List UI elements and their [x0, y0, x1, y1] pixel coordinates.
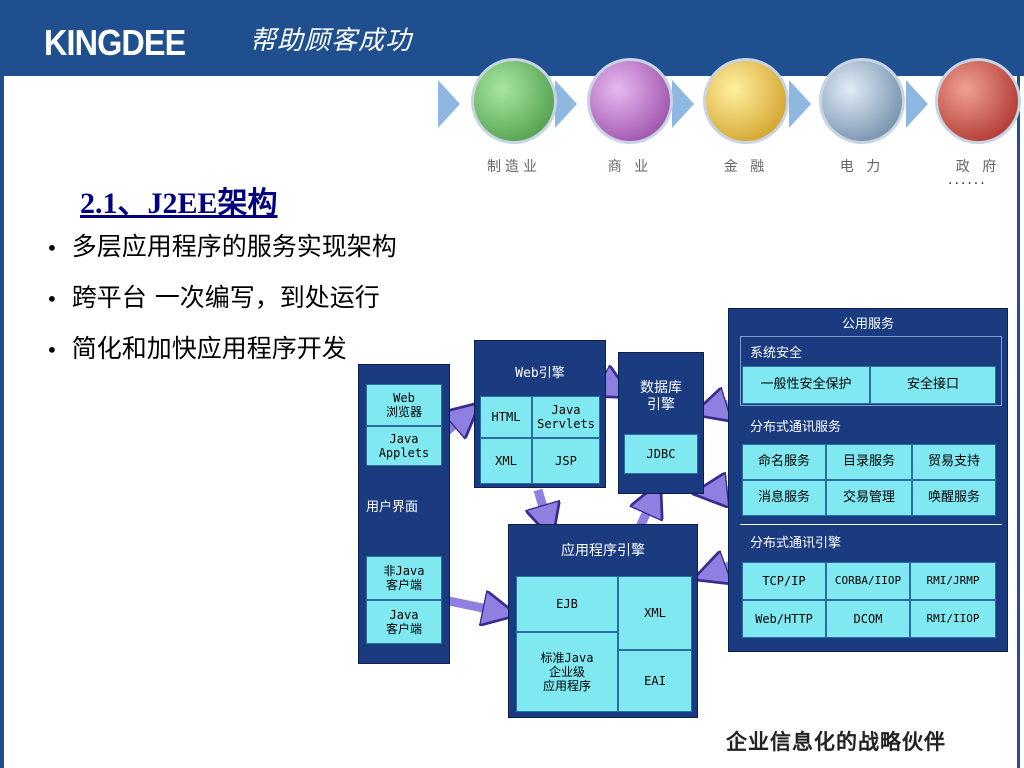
- power-icon: [819, 58, 905, 144]
- manufacturing-icon: [471, 58, 557, 144]
- security-group: [740, 336, 1002, 406]
- government-icon: [935, 58, 1021, 144]
- java-servlets-box: Java Servlets: [532, 396, 600, 438]
- comm-engine-label: 分布式通讯引擎: [750, 536, 842, 551]
- jdbc-box: JDBC: [624, 434, 698, 474]
- eai-box: EAI: [618, 650, 692, 712]
- rmi-iiop-box: RMI/IIOP: [910, 600, 996, 638]
- commerce-icon: [587, 58, 673, 144]
- industry-finance: 金 融: [698, 58, 794, 176]
- divider: [740, 524, 1002, 525]
- industry-label: 制造业: [487, 159, 541, 175]
- slogan: 帮助顾客成功: [250, 26, 413, 56]
- chevron-icon: [906, 80, 928, 128]
- tcpip-box: TCP/IP: [742, 562, 826, 600]
- rmi-jrmp-box: RMI/JRMP: [910, 562, 996, 600]
- left-border: [0, 76, 4, 768]
- jsp-box: JSP: [532, 438, 600, 484]
- industry-label: 金 融: [723, 159, 769, 175]
- chevron-icon: [672, 80, 694, 128]
- general-security-box: 一般性安全保护: [742, 366, 870, 404]
- industry-label: 电 力: [839, 159, 885, 175]
- industry-government: 政 府: [930, 58, 1024, 176]
- ejb-box: EJB: [516, 576, 618, 632]
- common-services-title: 公用服务: [841, 317, 894, 332]
- dots-decoration: ......: [948, 172, 987, 188]
- security-label: 系统安全: [750, 346, 803, 361]
- industry-commerce: 商 业: [582, 58, 678, 176]
- footer-tagline: 企业信息化的战略伙伴: [726, 730, 946, 754]
- industry-label: 政 府: [955, 159, 1001, 175]
- html-box: HTML: [480, 396, 532, 438]
- bullet-list: 多层应用程序的服务实现架构 跨平台 一次编写，到处运行 简化和加快应用程序开发: [46, 222, 397, 375]
- chevron-icon: [438, 80, 460, 128]
- kingdee-logo: KINGDEE: [44, 22, 186, 63]
- arrow-services-to-app: [708, 566, 730, 574]
- enterprise-app-box: 标准Java 企业级 应用程序: [516, 632, 618, 712]
- arrow-services-to-db-2: [708, 490, 728, 492]
- transaction-box: 交易管理: [826, 480, 912, 516]
- slide-title: 2.1、J2EE架构: [80, 187, 278, 220]
- app-engine-title: 应用程序引擎: [561, 543, 645, 559]
- web-http-box: Web/HTTP: [742, 600, 826, 638]
- bullet-item: 多层应用程序的服务实现架构: [46, 222, 397, 273]
- app-xml-box: XML: [618, 576, 692, 650]
- directory-service-box: 目录服务: [826, 444, 912, 480]
- arrow-client-to-app: [443, 600, 502, 612]
- arrow-web-to-app: [538, 488, 548, 524]
- chevron-icon: [555, 80, 577, 128]
- message-service-box: 消息服务: [742, 480, 826, 516]
- wakeup-service-box: 唤醒服务: [912, 480, 996, 516]
- bullet-item: 跨平台 一次编写，到处运行: [46, 273, 397, 324]
- industry-power: 电 力: [814, 58, 910, 176]
- security-interface-box: 安全接口: [870, 366, 996, 404]
- arrow-services-to-db: [708, 404, 728, 410]
- xml-box: XML: [480, 438, 532, 484]
- industry-label: 商 业: [607, 159, 653, 175]
- java-applets-box: Java Applets: [366, 426, 442, 466]
- non-java-client-box: 非Java 客户端: [366, 556, 442, 600]
- java-client-box: Java 客户端: [366, 600, 442, 644]
- bullet-item: 简化和加快应用程序开发: [46, 324, 397, 375]
- dcom-box: DCOM: [826, 600, 910, 638]
- web-engine-title: Web引擎: [515, 366, 565, 381]
- user-interface-label: 用户界面: [366, 500, 419, 515]
- comm-services-label: 分布式通讯服务: [750, 420, 842, 435]
- arrow-app-to-db: [640, 496, 654, 529]
- web-browser-box: Web 浏览器: [366, 384, 442, 426]
- db-engine-title: 数据库 引擎: [640, 380, 682, 413]
- finance-icon: [703, 58, 789, 144]
- naming-service-box: 命名服务: [742, 444, 826, 480]
- right-border: [1017, 76, 1020, 768]
- chevron-icon: [789, 80, 811, 128]
- corba-iiop-box: CORBA/IIOP: [826, 562, 910, 600]
- trade-support-box: 贸易支持: [912, 444, 996, 480]
- industry-manufacturing: 制造业: [466, 58, 562, 176]
